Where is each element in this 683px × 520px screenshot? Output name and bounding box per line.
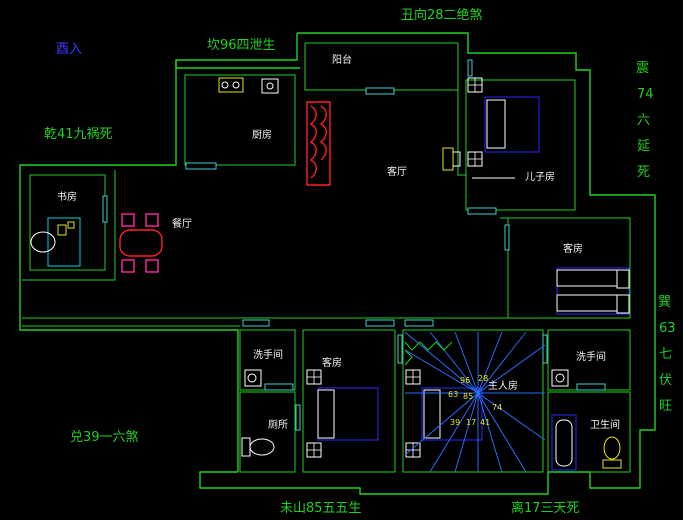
label-xun-2: 63 [659, 321, 676, 336]
label-zhen-2: 74 [637, 87, 654, 102]
room-label-washroom-left: 洗手间 [253, 348, 283, 361]
bathtub-icon [551, 414, 577, 471]
stair-numbers: 96 28 74 63 85 39 17 41 [448, 374, 502, 427]
direction-labels: 丑向28二绝煞 坎96四泄生 酉入 乾41九祸死 震 74 六 延 死 巽 63… [44, 7, 676, 516]
stair-number: 85 [463, 392, 473, 401]
room-label-living: 客厅 [387, 165, 407, 178]
label-qian: 乾41九祸死 [44, 127, 113, 142]
outer-walls [19, 32, 656, 495]
label-xun-3: 七 [659, 347, 672, 362]
room-label-kitchen: 厨房 [252, 128, 272, 141]
label-xun-5: 旺 [659, 399, 672, 414]
basin-icon [244, 369, 262, 387]
room-label-son-room: 儿子房 [525, 170, 555, 183]
room-label-dining: 餐厅 [172, 217, 192, 230]
room-label-bathroom: 卫生间 [590, 418, 620, 431]
room-labels: 阳台 厨房 客厅 儿子房 书房 餐厅 客房 洗手间 厕所 客房 主人房 洗手间 … [57, 53, 620, 431]
tv-icon [442, 147, 454, 171]
label-zhen-3: 六 [637, 113, 650, 128]
dining-table-icon [119, 213, 163, 273]
room-label-guest-bottom: 客房 [322, 356, 342, 369]
label-dui: 兑39一六煞 [70, 430, 139, 445]
basin-right-icon [551, 369, 569, 387]
toilet-right-icon [602, 436, 622, 469]
label-xun-4: 伏 [659, 373, 672, 388]
bottom-bed-icon [306, 369, 379, 458]
label-zhen-5: 死 [637, 165, 650, 180]
room-label-guest-right: 客房 [563, 242, 583, 255]
label-zhen-4: 延 [637, 139, 650, 154]
stair-number: 41 [480, 418, 490, 427]
room-label-washroom-right: 洗手间 [576, 350, 606, 363]
label-entrance: 酉入 [56, 42, 82, 57]
center-radial-lines [404, 331, 546, 473]
furniture [30, 77, 630, 471]
stair-number: 17 [466, 418, 476, 427]
stair-number: 63 [448, 390, 458, 399]
stair-number: 28 [478, 374, 488, 383]
label-zhen-1: 震 [636, 61, 649, 76]
interior-walls [22, 60, 631, 473]
sofa-icon [306, 101, 331, 186]
label-xun-1: 巽 [658, 295, 671, 310]
room-label-study: 书房 [57, 190, 77, 203]
room-label-toilet: 厕所 [268, 419, 288, 431]
toilet-icon [241, 437, 275, 457]
guest-bed-icon [556, 267, 630, 315]
son-bed-icon [467, 77, 540, 167]
label-kan: 坎96四泄生 [207, 38, 276, 53]
stair-number: 39 [450, 418, 460, 427]
stove-icon [218, 77, 244, 93]
stair-number: 74 [492, 403, 502, 412]
desk-icon [30, 217, 81, 267]
label-south-title: 丑向28二绝煞 [401, 7, 483, 23]
label-weishan: 未山85五五生 [280, 501, 362, 516]
windows [102, 59, 606, 431]
stair-number: 96 [460, 376, 470, 385]
label-li: 离17三天死 [511, 500, 580, 516]
room-label-balcony: 阳台 [332, 53, 352, 66]
room-label-master: 主人房 [488, 379, 518, 392]
sink-icon [261, 78, 279, 94]
master-bed-icon [405, 369, 483, 458]
